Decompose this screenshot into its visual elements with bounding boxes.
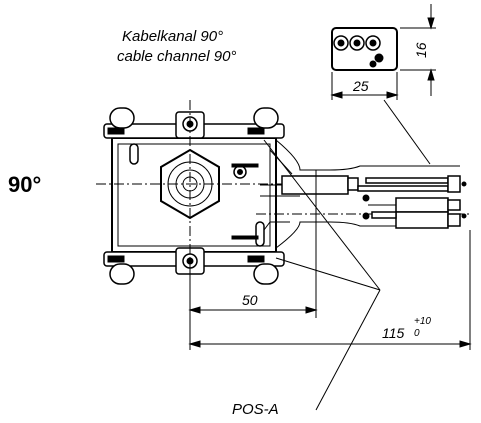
dimension-50: 50 xyxy=(188,170,318,318)
title-english: cable channel 90° xyxy=(117,48,236,65)
dim-115-tol-upper: +10 xyxy=(414,316,431,327)
title-german: Kabelkanal 90° xyxy=(122,28,223,45)
dimension-channel-height: 16 xyxy=(400,4,436,96)
position-label: POS-A xyxy=(232,401,279,418)
angle-label: 90° xyxy=(8,172,41,197)
cable-channel-detail xyxy=(331,27,398,71)
dimension-channel-width: 25 xyxy=(330,72,399,100)
dimension-115: 115 +10 0 xyxy=(188,230,472,350)
dim-115-label: 115 xyxy=(382,325,405,341)
dim-25-label: 25 xyxy=(352,78,369,94)
leader-lines xyxy=(263,99,431,411)
housing xyxy=(103,107,285,285)
dim-50-label: 50 xyxy=(242,292,258,308)
dim-115-tol-lower: 0 xyxy=(414,328,420,339)
connectors xyxy=(260,175,467,229)
dim-16-label: 16 xyxy=(413,42,429,58)
